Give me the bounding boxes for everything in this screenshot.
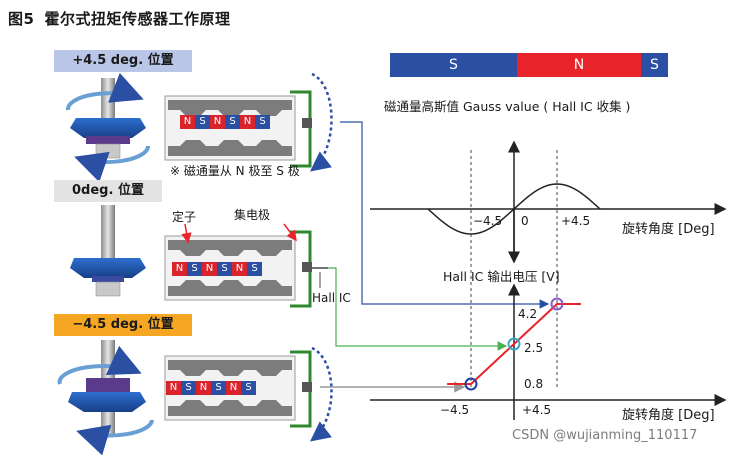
magnet-pole: N	[210, 115, 225, 129]
magnet-pole: S	[255, 115, 270, 129]
figure-title: 图5 霍尔式扭矩传感器工作原理	[8, 8, 230, 29]
shaft-illustration-top	[65, 72, 151, 183]
gauss-caption: 磁通量高斯值 Gauss value ( Hall IC 收集 )	[384, 99, 631, 114]
magnet-pole: N	[196, 381, 211, 395]
gauss-curve	[427, 183, 601, 235]
output-tick-minus: −4.5	[440, 403, 470, 417]
output-y-label-low: 0.8	[524, 377, 544, 391]
output-y-label-high: 4.2	[518, 307, 538, 321]
output-point-high	[550, 297, 564, 311]
gauss-segment-n: N	[517, 53, 641, 77]
figure-title-text: 霍尔式扭矩传感器工作原理	[44, 10, 231, 28]
magnet-pole: S	[241, 381, 256, 395]
gauss-chart	[370, 140, 727, 390]
magnet-pole: N	[172, 262, 187, 276]
magnet-pole: N	[226, 381, 241, 395]
gauss-tick-minus: −4.5	[473, 214, 503, 228]
magnet-pole: N	[232, 262, 247, 276]
output-point-mid	[507, 337, 521, 351]
output-title: Hall IC 输出电压 [V]	[443, 269, 560, 284]
magnet-pole: S	[211, 381, 226, 395]
stator-label: 定子	[172, 210, 197, 224]
connector-top	[340, 121, 550, 309]
watermark: CSDN @wujianming_110117	[512, 428, 698, 443]
gauss-bar: S N S	[390, 53, 668, 77]
gauss-segment-s1: S	[390, 53, 517, 77]
magnet-pole: S	[217, 262, 232, 276]
shaft-illustration-bottom	[57, 340, 154, 456]
magnet-pole: S	[225, 115, 240, 129]
hall-output-chart	[370, 283, 727, 420]
flux-note: ※ 磁通量从 N 极至 S 极	[170, 164, 300, 178]
magnet-pole: N	[202, 262, 217, 276]
gauss-tick-zero: 0	[521, 214, 529, 228]
gauss-tick-plus: +4.5	[561, 214, 591, 228]
shaft-illustration-middle	[70, 205, 146, 297]
output-x-label: 旋转角度 [Deg]	[622, 408, 715, 423]
output-y-label-mid: 2.5	[524, 341, 544, 355]
hall-ic-label: Hall IC	[312, 291, 351, 305]
magnet-pole: S	[247, 262, 262, 276]
collector-label: 集电极	[234, 208, 271, 222]
gauss-x-label: 旋转角度 [Deg]	[622, 222, 715, 237]
position-label-zero: 0deg. 位置	[54, 180, 162, 202]
position-label-minus: −4.5 deg. 位置	[54, 314, 192, 336]
gauss-segment-s2: S	[641, 53, 668, 77]
magnet-pole: N	[240, 115, 255, 129]
position-label-plus: +4.5 deg. 位置	[54, 50, 192, 72]
magnet-pole: S	[195, 115, 210, 129]
connector-middle	[328, 267, 508, 351]
output-tick-plus: +4.5	[522, 403, 552, 417]
magnet-pole: N	[166, 381, 181, 395]
magnet-pole: S	[181, 381, 196, 395]
output-point-low	[464, 377, 478, 391]
figure-number: 图5	[8, 10, 35, 28]
output-curve	[447, 303, 581, 385]
magnet-pole: N	[180, 115, 195, 129]
magnet-pole: S	[187, 262, 202, 276]
